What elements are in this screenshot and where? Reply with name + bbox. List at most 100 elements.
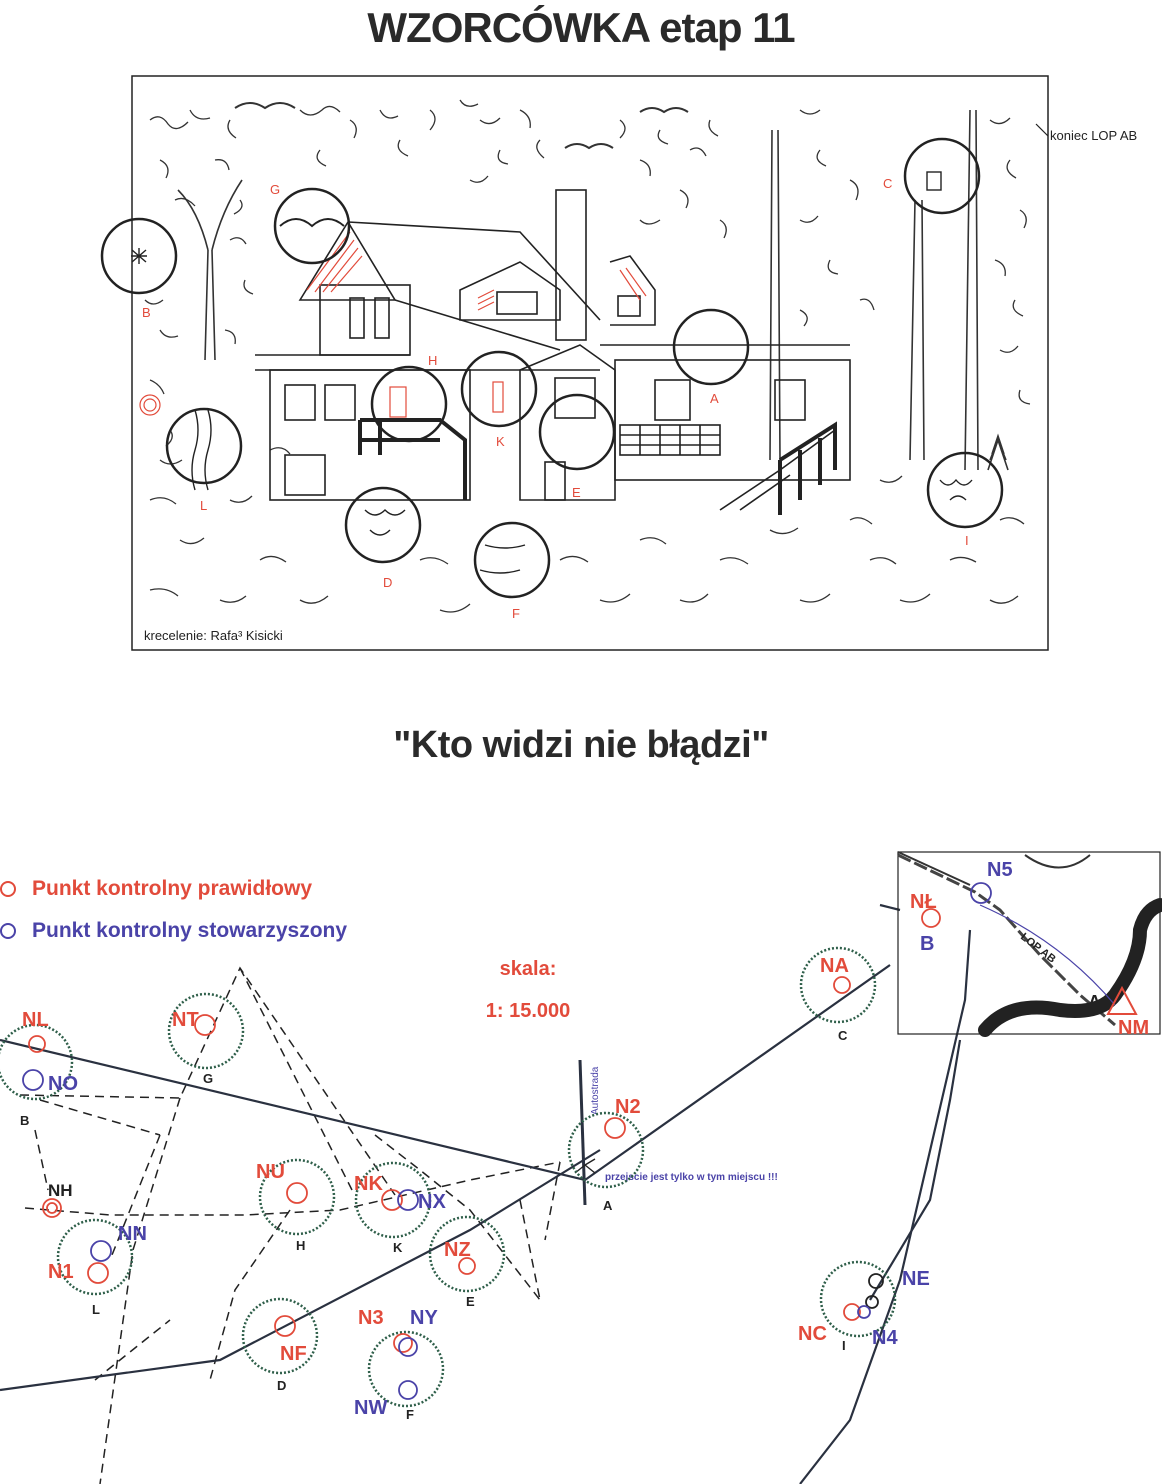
map-circles — [0, 946, 897, 1408]
ring-n5 — [970, 882, 992, 904]
label-nw: NW — [354, 1397, 387, 1419]
ring-nf — [274, 1315, 296, 1337]
legend-associated: Punkt kontrolny stowarzyszony — [0, 916, 347, 946]
house — [255, 189, 851, 511]
legend-correct: Punkt kontrolny prawidłowy — [0, 874, 312, 904]
trees — [177, 109, 1009, 471]
map-circle-d — [241, 1297, 319, 1375]
label-nn: NN — [118, 1223, 147, 1245]
picture-circle-b — [100, 217, 178, 295]
caption-b: B — [20, 1113, 29, 1128]
label-nl-inset: NŁ — [910, 891, 937, 913]
birds — [234, 102, 689, 150]
finish-triangle-icon — [1106, 985, 1138, 1015]
caption-k: K — [393, 1240, 403, 1255]
caption-i: I — [842, 1338, 846, 1353]
picture-label-a: A — [710, 391, 719, 406]
picture-label-f: F — [512, 606, 520, 621]
label-ny: NY — [410, 1307, 438, 1329]
caption-h: H — [296, 1238, 305, 1253]
label-nt: NT — [172, 1009, 199, 1031]
river — [978, 898, 1162, 1037]
map-circle-l — [56, 1218, 134, 1296]
picture-credit: krecelenie: Rafa³ Kisicki — [144, 628, 283, 643]
label-nf: NF — [280, 1343, 307, 1365]
scale-label: skala: — [500, 958, 557, 980]
ring-n4 — [857, 1305, 871, 1319]
associated-point-labels: NO NN NX NY NW N5 NE N4 — [48, 859, 1013, 1419]
circle-captions: A B C D E F G H I K L — [20, 1028, 848, 1422]
picture-label-i: I — [965, 533, 969, 548]
ring-ny — [398, 1337, 418, 1357]
red-roof-accents — [139, 231, 647, 418]
map-circle-c — [799, 946, 877, 1024]
picture-label-b: B — [142, 305, 151, 320]
spiderweb-icon — [131, 248, 147, 264]
picture-circle-i — [926, 451, 1004, 529]
picture-note: koniec LOP AB — [1050, 128, 1137, 143]
picture-circle-h — [370, 365, 448, 443]
ring-na — [833, 976, 851, 994]
picture-note-arrow — [1035, 123, 1049, 137]
label-n3: N3 — [358, 1307, 384, 1329]
page-subtitle: "Kto widzi nie błądzi" — [393, 724, 769, 766]
map-circle-b — [0, 1023, 74, 1101]
label-n5: N5 — [987, 859, 1013, 881]
ring-n2 — [604, 1117, 626, 1139]
label-na: NA — [820, 955, 849, 977]
ring-nl — [28, 1035, 46, 1053]
caption-b-inset: B — [920, 933, 934, 955]
inset-start-label: A — [1088, 992, 1101, 1012]
rail-line — [897, 853, 1116, 1027]
ring-nu — [286, 1182, 308, 1204]
label-nm: NM — [1118, 1017, 1149, 1039]
page-title: WZORCÓWKA etap 11 — [367, 4, 795, 51]
picture-circle-a — [672, 308, 750, 386]
inset-map: LOP AB A — [897, 851, 1162, 1037]
legend-correct-label: Punkt kontrolny prawidłowy — [32, 877, 313, 900]
ring-n3 — [393, 1333, 413, 1353]
ring-ne — [868, 1273, 884, 1289]
ring-nc — [843, 1303, 861, 1321]
label-nu: NU — [256, 1161, 285, 1183]
road-label: Autostrada — [590, 1066, 601, 1115]
map-circle-k — [354, 1161, 432, 1239]
picture-circle-labels: A B C D E F G H I K L — [142, 176, 969, 621]
ring-nz — [458, 1257, 476, 1275]
picture-label-c: C — [883, 176, 892, 191]
label-nx: NX — [418, 1191, 446, 1213]
correct-point-labels: NL NT N1 NU NK NZ NF N3 N2 NA NŁ NM NC — [22, 891, 1149, 1365]
control-rings — [22, 882, 992, 1400]
house-picture: A B C D E F G H I K L koniec LOP AB krec… — [100, 75, 1137, 651]
picture-label-l: L — [200, 498, 207, 513]
legend-red-circle-icon — [0, 881, 16, 897]
map-circle-h — [258, 1158, 336, 1236]
ring-no — [22, 1069, 44, 1091]
label-nh: NH — [48, 1181, 73, 1200]
ring-nx — [397, 1189, 419, 1211]
picture-circle-d — [344, 486, 422, 564]
picture-circle-l — [165, 407, 243, 485]
map-circle-i — [819, 1260, 897, 1338]
birdhouse-icon — [926, 171, 942, 191]
picture-label-g: G — [270, 182, 280, 197]
picture-label-k: K — [496, 434, 505, 449]
ring-nl-inset — [921, 908, 941, 928]
caption-f: F — [406, 1407, 414, 1422]
solid-routes — [0, 903, 972, 1484]
legend-associated-label: Punkt kontrolny stowarzyszony — [32, 919, 348, 942]
caption-g: G — [203, 1071, 213, 1086]
scale-value: 1: 15.000 — [486, 1000, 571, 1022]
picture-circle-f — [473, 521, 551, 599]
map-circle-f — [367, 1330, 445, 1408]
label-no: NO — [48, 1073, 78, 1095]
ring-n1 — [87, 1262, 109, 1284]
caption-d: D — [277, 1378, 286, 1393]
label-nc: NC — [798, 1323, 827, 1345]
label-nl: NL — [22, 1009, 49, 1031]
caption-a: A — [603, 1198, 613, 1213]
picture-label-d: D — [383, 575, 392, 590]
picture-circle-g — [273, 187, 351, 265]
map: skala: 1: 15.000 Autostrada przejscie je… — [0, 851, 1162, 1484]
